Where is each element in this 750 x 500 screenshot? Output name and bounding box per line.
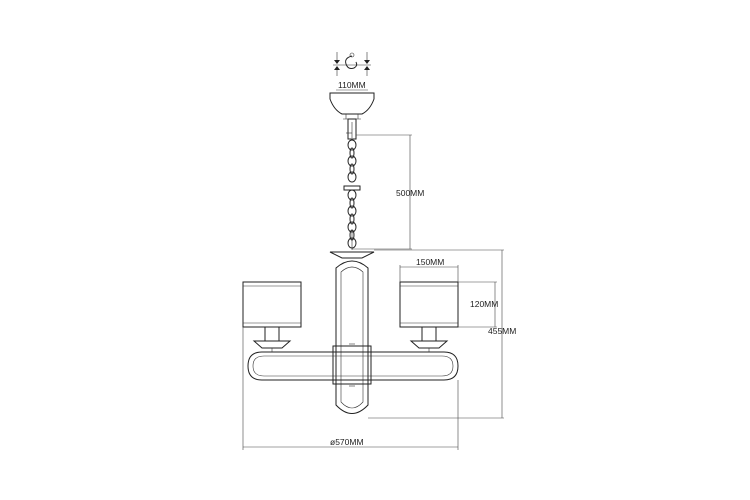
chain-link <box>347 139 357 151</box>
shade-width-label: 150MM <box>416 257 444 267</box>
body-height-dimension: 455MM <box>368 249 516 419</box>
overall-diameter-dimension: ø570MM <box>242 327 459 450</box>
chain-link <box>349 197 355 209</box>
shade-height-label: 120MM <box>470 299 498 309</box>
lamp-shade-right <box>399 281 459 352</box>
ceiling-canopy: 110MM <box>329 80 375 120</box>
chain-link <box>349 147 355 159</box>
canopy-width-label: 110MM <box>338 80 366 90</box>
chain-link <box>347 155 357 167</box>
chandelier-frame <box>247 260 459 414</box>
suspension-chain <box>343 118 361 250</box>
chain-length-dimension: 500MM <box>352 134 424 250</box>
shade-width-dimension: 150MM <box>399 257 459 282</box>
chain-link <box>349 163 355 175</box>
overall-diameter-label: ø570MM <box>330 437 364 447</box>
body-height-label: 455MM <box>488 326 516 336</box>
shade-height-dimension: 120MM <box>458 281 498 328</box>
ceiling-hook-icon <box>333 52 371 76</box>
chain-length-label: 500MM <box>396 188 424 198</box>
chain-link <box>347 205 357 217</box>
chain-link <box>347 171 357 183</box>
chain-link <box>349 213 355 225</box>
lamp-shade-left <box>242 281 302 352</box>
body-top-mount <box>329 251 375 259</box>
